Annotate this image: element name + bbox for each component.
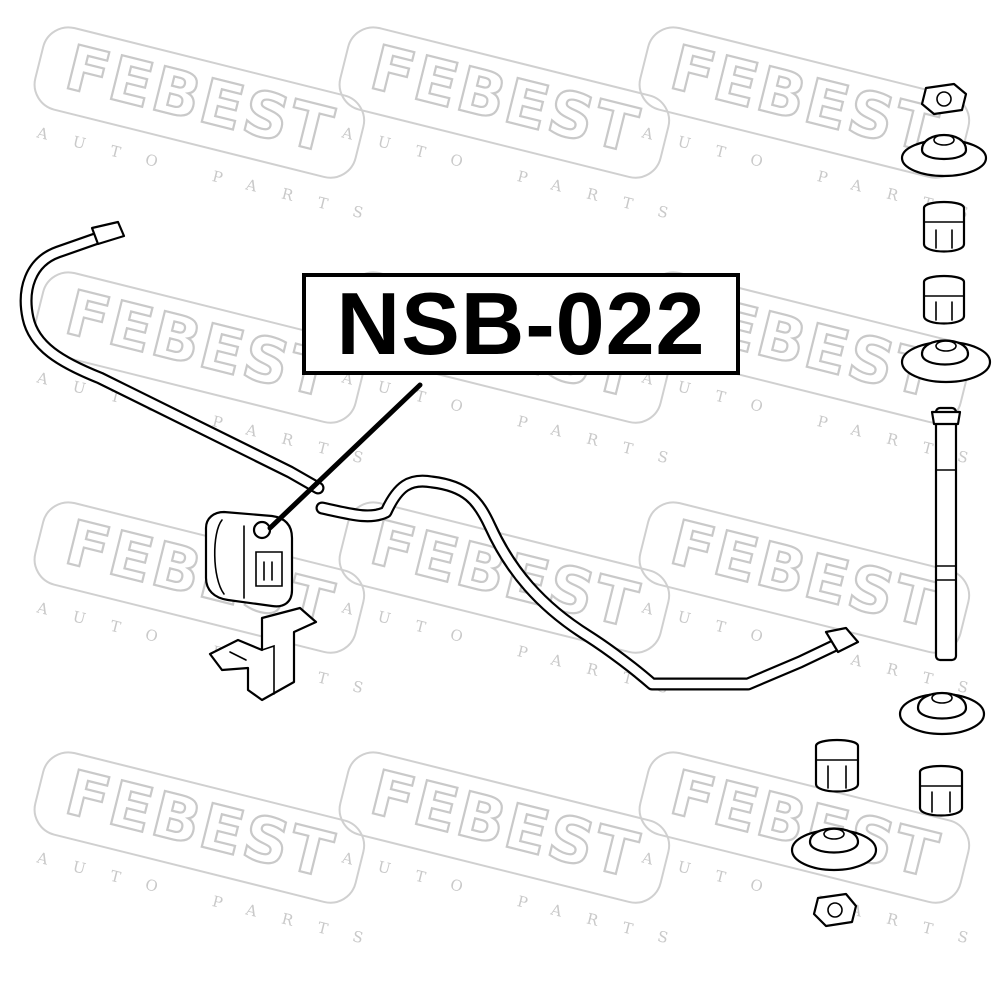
- link-hardware-upper: [900, 82, 992, 384]
- stabilizer-bar-right: [315, 474, 860, 691]
- link-rod: [930, 406, 962, 662]
- part-number-callout: NSB-022: [302, 273, 740, 375]
- watermark-layer: FEBEST AUTO PARTS FEBEST AUTO PARTS FEBE…: [33, 26, 995, 953]
- watermark-tile: FEBEST AUTO PARTS: [338, 26, 695, 228]
- rubber-bushing-icon: [922, 200, 966, 253]
- bar-end-tip: [90, 220, 126, 246]
- part-number-label: NSB-022: [336, 274, 706, 373]
- watermark-tile: FEBEST AUTO PARTS: [638, 26, 995, 228]
- watermark-tile: FEBEST AUTO PARTS: [33, 26, 390, 228]
- rubber-bushing-icon: [814, 738, 860, 793]
- bushing-bore: [252, 520, 272, 540]
- nut-icon: [812, 892, 858, 928]
- watermark-tile: FEBEST AUTO PARTS: [33, 751, 390, 953]
- rubber-bushing-icon: [922, 274, 966, 325]
- stabilizer-bar-left: [19, 220, 325, 495]
- watermark-tile: FEBEST AUTO PARTS: [338, 501, 695, 703]
- nut-icon: [920, 82, 968, 116]
- stabilizer-bushing: [204, 510, 294, 608]
- bushing-bracket: [208, 606, 318, 702]
- link-hardware-middle: [790, 738, 878, 928]
- bar-end-tip: [824, 626, 860, 654]
- link-hardware-lower: [898, 691, 986, 817]
- watermark-tile: FEBEST AUTO PARTS: [338, 751, 695, 953]
- callout-leader-line: [267, 382, 423, 531]
- rubber-bushing-icon: [918, 764, 964, 817]
